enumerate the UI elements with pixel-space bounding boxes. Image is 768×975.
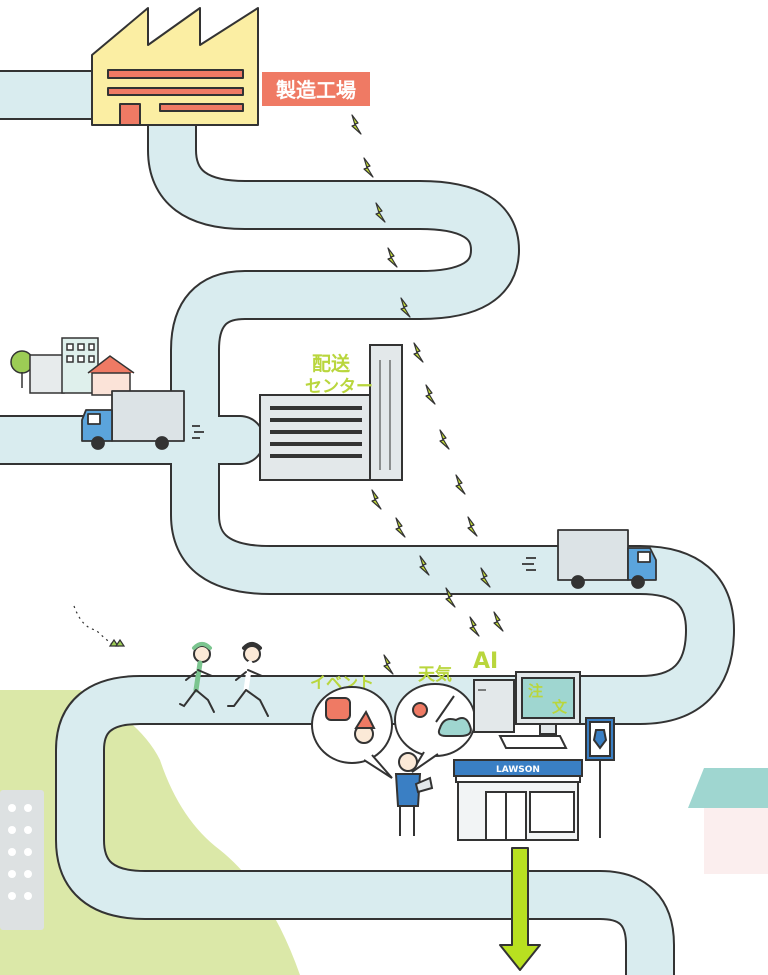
oni-mask-icon	[326, 698, 350, 720]
keyboard	[500, 736, 566, 748]
left-building	[0, 790, 44, 930]
lightning-icon	[414, 343, 423, 362]
house-gray	[30, 355, 64, 393]
order-label-line1: 注	[528, 682, 543, 700]
store-clerk	[396, 753, 432, 836]
dc-label-line1: 配送	[312, 352, 351, 375]
factory-window-3	[160, 104, 243, 111]
factory	[92, 8, 258, 125]
town	[11, 338, 134, 395]
pc-tower	[474, 680, 514, 732]
lightning-icon	[456, 475, 465, 494]
factory-door	[120, 104, 140, 125]
wheel	[156, 437, 168, 449]
store-window	[530, 792, 574, 832]
lightning-icon	[468, 517, 477, 536]
ai-label: AI	[473, 649, 498, 674]
lightning-icon	[494, 612, 503, 631]
lightning-icon	[352, 115, 361, 134]
butterfly	[74, 606, 124, 646]
factory-window-2	[108, 88, 243, 95]
cloud-icon	[439, 718, 471, 736]
dc-label-line2: センター	[305, 377, 373, 397]
lightning-icon	[470, 617, 479, 636]
sun-icon	[413, 703, 427, 717]
right-house-wall	[704, 808, 768, 874]
factory-window-1	[108, 70, 243, 78]
store-name: LAWSON	[496, 765, 540, 775]
event-bubble	[312, 687, 392, 778]
truck-window	[88, 414, 100, 424]
weather-label: 天気	[418, 664, 452, 685]
truck-window	[638, 552, 650, 562]
factory-label-text: 製造工場	[276, 78, 356, 102]
truck-box	[112, 391, 184, 441]
lightning-icon	[384, 655, 393, 674]
wheel	[92, 437, 104, 449]
wheel	[632, 576, 644, 588]
wheel	[572, 576, 584, 588]
right-house-roof	[688, 768, 768, 808]
lightning-icon	[372, 490, 381, 509]
store-pole-sign	[586, 718, 614, 838]
grass-area	[0, 690, 300, 975]
lightning-icon	[388, 248, 397, 267]
order-label-line2: 文	[552, 698, 568, 716]
lightning-icon	[364, 158, 373, 177]
lightning-icon	[440, 430, 449, 449]
lightning-icon	[396, 518, 405, 537]
truck-box	[558, 530, 628, 580]
factory-label: 製造工場	[262, 72, 370, 106]
lightning-icon	[426, 385, 435, 404]
dc-tower	[370, 345, 402, 480]
